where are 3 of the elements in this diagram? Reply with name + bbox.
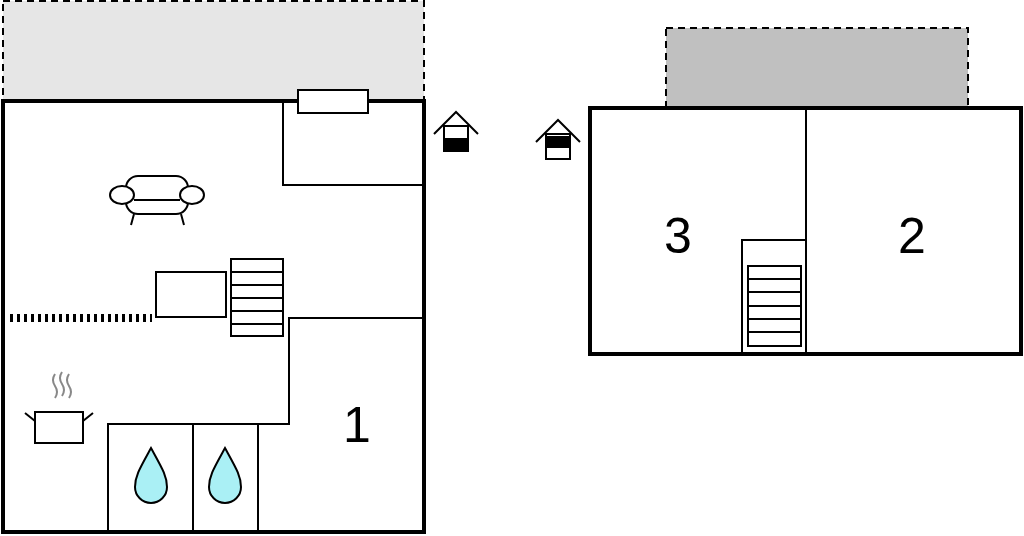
room-number: 2 <box>898 211 926 261</box>
room-number: 1 <box>343 400 371 450</box>
room-number: 3 <box>664 211 692 261</box>
